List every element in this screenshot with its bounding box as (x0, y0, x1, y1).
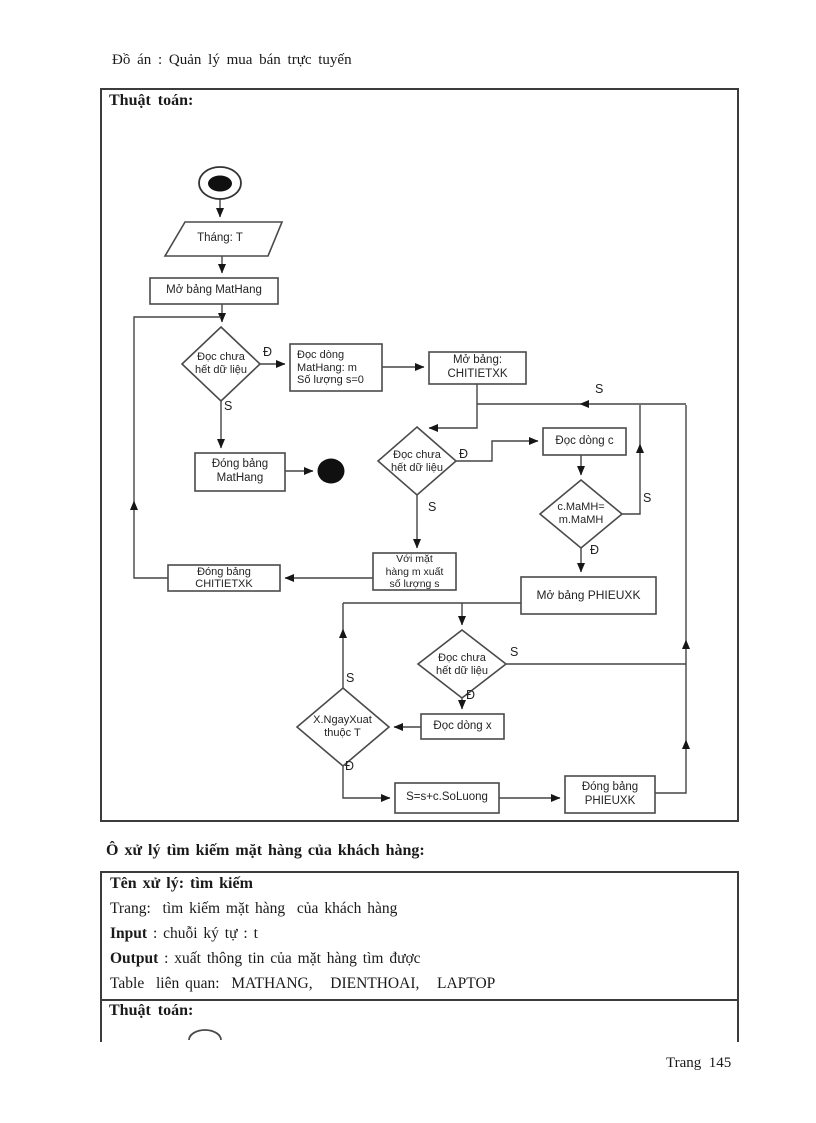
algorithm-box: Thuật toán: (100, 88, 739, 822)
node-label-read-mathang: Đọc dòng MatHang: m Số lượng s=0 (297, 348, 364, 387)
table-row-name: Tên xử lý: tìm kiếm (110, 875, 253, 893)
process-table: Tên xử lý: tìm kiếm Trang: tìm kiếm mặt … (100, 871, 739, 1042)
node-label-output-m: Với mặt hàng m xuất số lượng s (385, 553, 444, 591)
node-label-open-chitietxk: Mở bảng: CHITIETXK (447, 354, 508, 380)
branch-label-yes-chitietxk: Đ (459, 447, 469, 461)
branch-label-yes-ngayxuat: Đ (345, 759, 355, 773)
row-rest: : chuỗi ký tự : t (147, 925, 258, 942)
table-row-trang: Trang: tìm kiếm mặt hàng của khách hàng (110, 900, 397, 918)
table-row-output: Output : xuất thông tin của mặt hàng tìm… (110, 950, 421, 968)
second-algorithm-title: Thuật toán: (109, 1002, 194, 1019)
row-lead: Output (110, 950, 159, 967)
row-rest: : xuất thông tin của mặt hàng tìm được (158, 950, 421, 967)
row-rest: Table liên quan: MATHANG, DIENTHOAI, LAP… (110, 975, 496, 992)
algorithm-box-title: Thuật toán: (109, 92, 194, 109)
document-header: Đồ án : Quản lý mua bán trực tuyến (112, 52, 352, 68)
node-label-sum: S=s+c.SoLuong (406, 791, 488, 804)
node-label-open-mathang: Mở bảng MatHang (166, 284, 262, 297)
branch-label-no-top-loop: S (595, 382, 604, 396)
node-label-input-month: Tháng: T (197, 232, 243, 245)
branch-label-no-chitietxk: S (428, 500, 437, 514)
branch-label-no-ngayxuat: S (346, 671, 355, 685)
node-label-check-phieuxk: Đọc chưa hết dữ liệu (435, 651, 488, 677)
process-section-heading: Ô xử lý tìm kiếm mặt hàng của khách hàng… (106, 842, 425, 859)
node-label-read-c: Đọc dòng c (555, 434, 614, 447)
row-rest: Trang: tìm kiếm mặt hàng của khách hàng (110, 900, 398, 917)
page-number: Trang 145 (666, 1055, 732, 1071)
branch-label-no-mamh: S (643, 491, 652, 505)
node-label-read-x: Đọc dòng x (433, 719, 492, 732)
node-label-open-phieuxk: Mở bảng PHIEUXK (536, 587, 641, 602)
table-row-input: Input : chuỗi ký tự : t (110, 925, 258, 943)
node-label-close-phieuxk: Đóng bảng PHIEUXK (581, 780, 639, 807)
branch-label-yes-mathang: Đ (263, 345, 273, 359)
node-label-check-mathang: Đọc chưa hết dữ liệu (194, 351, 247, 376)
table-row-tables: Table liên quan: MATHANG, DIENTHOAI, LAP… (110, 975, 495, 993)
node-label-check-chitietxk: Đọc chưa hết dữ liệu (390, 448, 443, 474)
branch-label-no-phieuxk: S (510, 645, 519, 659)
branch-label-yes-phieuxk: Đ (466, 688, 476, 702)
node-label-compare-mamh: c.MaMH= m.MaMH (557, 500, 605, 526)
row-lead: Input (110, 925, 148, 942)
node-label-close-mathang: Đóng bảng MatHang (211, 458, 269, 484)
table-divider (100, 999, 739, 1001)
node-label-check-ngayxuat: X.NgayXuat thuộc T (313, 713, 372, 739)
branch-label-yes-mamh: Đ (590, 543, 600, 557)
row-lead: Tên xử lý: tìm kiếm (110, 875, 253, 892)
branch-label-no-mathang: S (224, 399, 233, 413)
node-label-close-chitietxk: Đóng bảng CHITIETXK (195, 565, 253, 590)
